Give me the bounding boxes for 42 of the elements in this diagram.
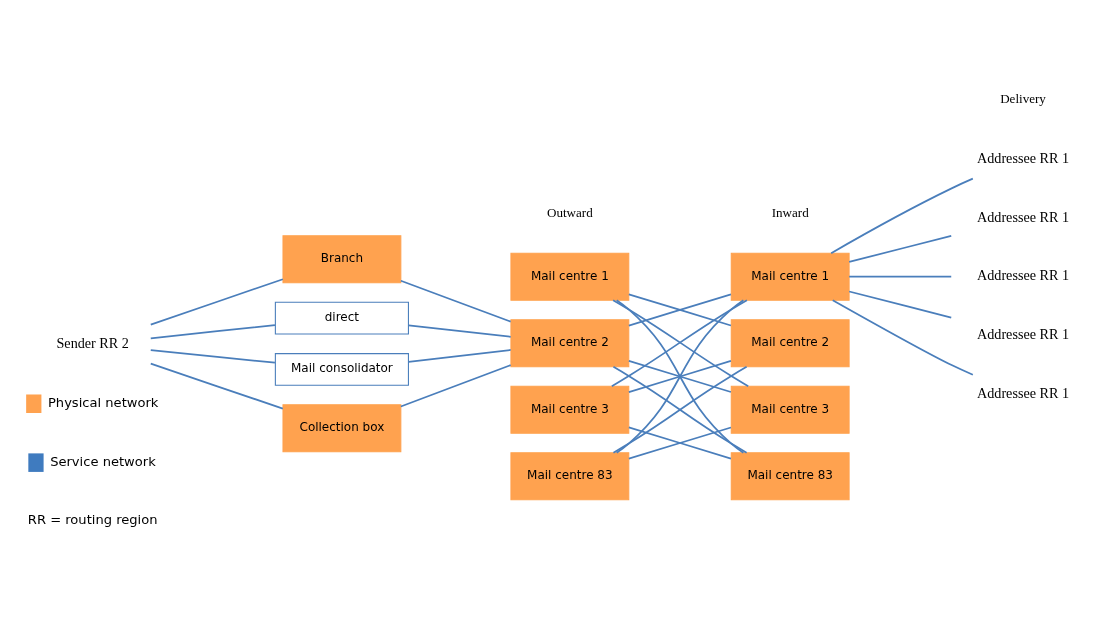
connector [612, 365, 748, 454]
connector [848, 234, 953, 263]
connector [627, 360, 732, 393]
connector [149, 324, 276, 340]
node-box: Mail centre 1 [510, 252, 630, 301]
connector [407, 324, 512, 338]
connector [399, 364, 512, 408]
node-box: Mail centre 2 [730, 319, 850, 368]
label: Outward [546, 204, 593, 220]
connector [149, 278, 284, 326]
node-text: Addressee RR 1 [977, 149, 1070, 166]
node-text: Addressee RR 1 [977, 385, 1070, 402]
connector [407, 349, 512, 363]
connector [831, 299, 974, 376]
label: RR = routing region [27, 512, 158, 528]
connector [830, 177, 974, 254]
connector [627, 426, 732, 460]
node-text: Addressee RR 1 [977, 326, 1070, 343]
node-box: Mail centre 83 [730, 452, 850, 501]
connector [149, 349, 276, 364]
node-text: Addressee RR 1 [977, 267, 1070, 284]
connector [615, 299, 745, 454]
connector [399, 279, 512, 323]
legend-label: Service network [50, 454, 156, 470]
legend-label: Physical network [47, 395, 159, 411]
node-box: Mail centre 3 [730, 385, 850, 434]
label: Delivery [1000, 91, 1046, 107]
connector [848, 290, 953, 319]
node-box: Mail centre 1 [730, 252, 850, 301]
node-box: Mail centre 83 [510, 452, 630, 501]
label: Inward [771, 204, 809, 220]
node-box: Mail centre 3 [510, 385, 630, 434]
node-text: Addressee RR 1 [977, 208, 1070, 225]
connector [627, 293, 732, 327]
node-box: Branch [282, 235, 402, 284]
node-box: Mail consolidator [274, 353, 409, 386]
node-box: direct [274, 301, 409, 335]
connector [848, 275, 953, 278]
node-box: Collection box [282, 404, 402, 453]
connector [149, 362, 284, 410]
node-text: Sender RR 2 [56, 335, 129, 352]
node-box: Mail centre 2 [510, 319, 630, 368]
